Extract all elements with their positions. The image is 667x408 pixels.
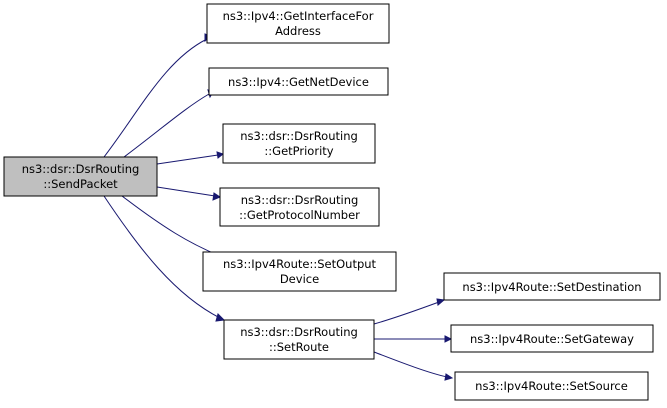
node-label-line1: ns3::dsr::DsrRouting [22, 162, 140, 176]
node-label-line1: ns3::Ipv4Route::SetDestination [462, 280, 641, 294]
node-label-line2: ::SetRoute [269, 340, 329, 354]
node-label-line1: ns3::dsr::DsrRouting [240, 325, 358, 339]
node-set-gateway[interactable]: ns3::Ipv4Route::SetGateway [450, 324, 654, 353]
node-label-line1: ns3::Ipv4::GetNetDevice [228, 75, 369, 89]
edge-setroute-setsource [373, 351, 454, 381]
node-label-line1: ns3::dsr::DsrRouting [241, 193, 359, 207]
edge-setroute-setdestination [373, 298, 446, 325]
node-set-destination[interactable]: ns3::Ipv4Route::SetDestination [443, 272, 661, 301]
node-label-line2: Address [275, 24, 321, 38]
node-box [206, 3, 390, 44]
node-get-priority[interactable]: ns3::dsr::DsrRouting ::GetPriority [222, 123, 376, 164]
node-box [223, 319, 375, 360]
node-label-line1: ns3::Ipv4::GetInterfaceFor [223, 9, 374, 23]
edge-sendpacket-getinterfaceforaddress [103, 33, 211, 158]
node-set-route[interactable]: ns3::dsr::DsrRouting ::SetRoute [223, 319, 375, 360]
node-label-line2: ::GetPriority [264, 144, 333, 158]
node-box [450, 324, 654, 353]
node-box [454, 371, 649, 401]
node-set-source[interactable]: ns3::Ipv4Route::SetSource [454, 371, 649, 401]
node-box [202, 251, 397, 292]
edge-sendpacket-getpriority [156, 151, 225, 165]
node-get-interface-for-address[interactable]: ns3::Ipv4::GetInterfaceFor Address [206, 3, 390, 44]
node-send-packet[interactable]: ns3::dsr::DsrRouting ::SendPacket [3, 156, 158, 197]
edge-sendpacket-getprotocolnumber [156, 186, 222, 201]
node-label-line2: ::GetProtocolNumber [239, 208, 360, 222]
node-label-line2: ::SendPacket [43, 177, 118, 191]
node-get-net-device[interactable]: ns3::Ipv4::GetNetDevice [208, 67, 389, 96]
node-box [443, 272, 661, 301]
node-label-line1: ns3::Ipv4Route::SetSource [475, 379, 628, 393]
node-box [3, 156, 158, 197]
node-get-protocol-number[interactable]: ns3::dsr::DsrRouting ::GetProtocolNumber [219, 187, 380, 227]
node-label-line2: Device [280, 272, 319, 286]
node-box [222, 123, 376, 164]
node-box [208, 67, 389, 96]
node-label-line1: ns3::Ipv4Route::SetOutput [223, 257, 377, 271]
node-set-output-device[interactable]: ns3::Ipv4Route::SetOutput Device [202, 251, 397, 292]
node-label-line1: ns3::Ipv4Route::SetGateway [470, 332, 634, 346]
node-label-line1: ns3::dsr::DsrRouting [240, 129, 358, 143]
node-box [219, 187, 380, 227]
edge-sendpacket-setroute [103, 195, 226, 322]
edge-sendpacket-getnetdevice [123, 89, 214, 158]
edge-setroute-setgateway [374, 335, 453, 343]
